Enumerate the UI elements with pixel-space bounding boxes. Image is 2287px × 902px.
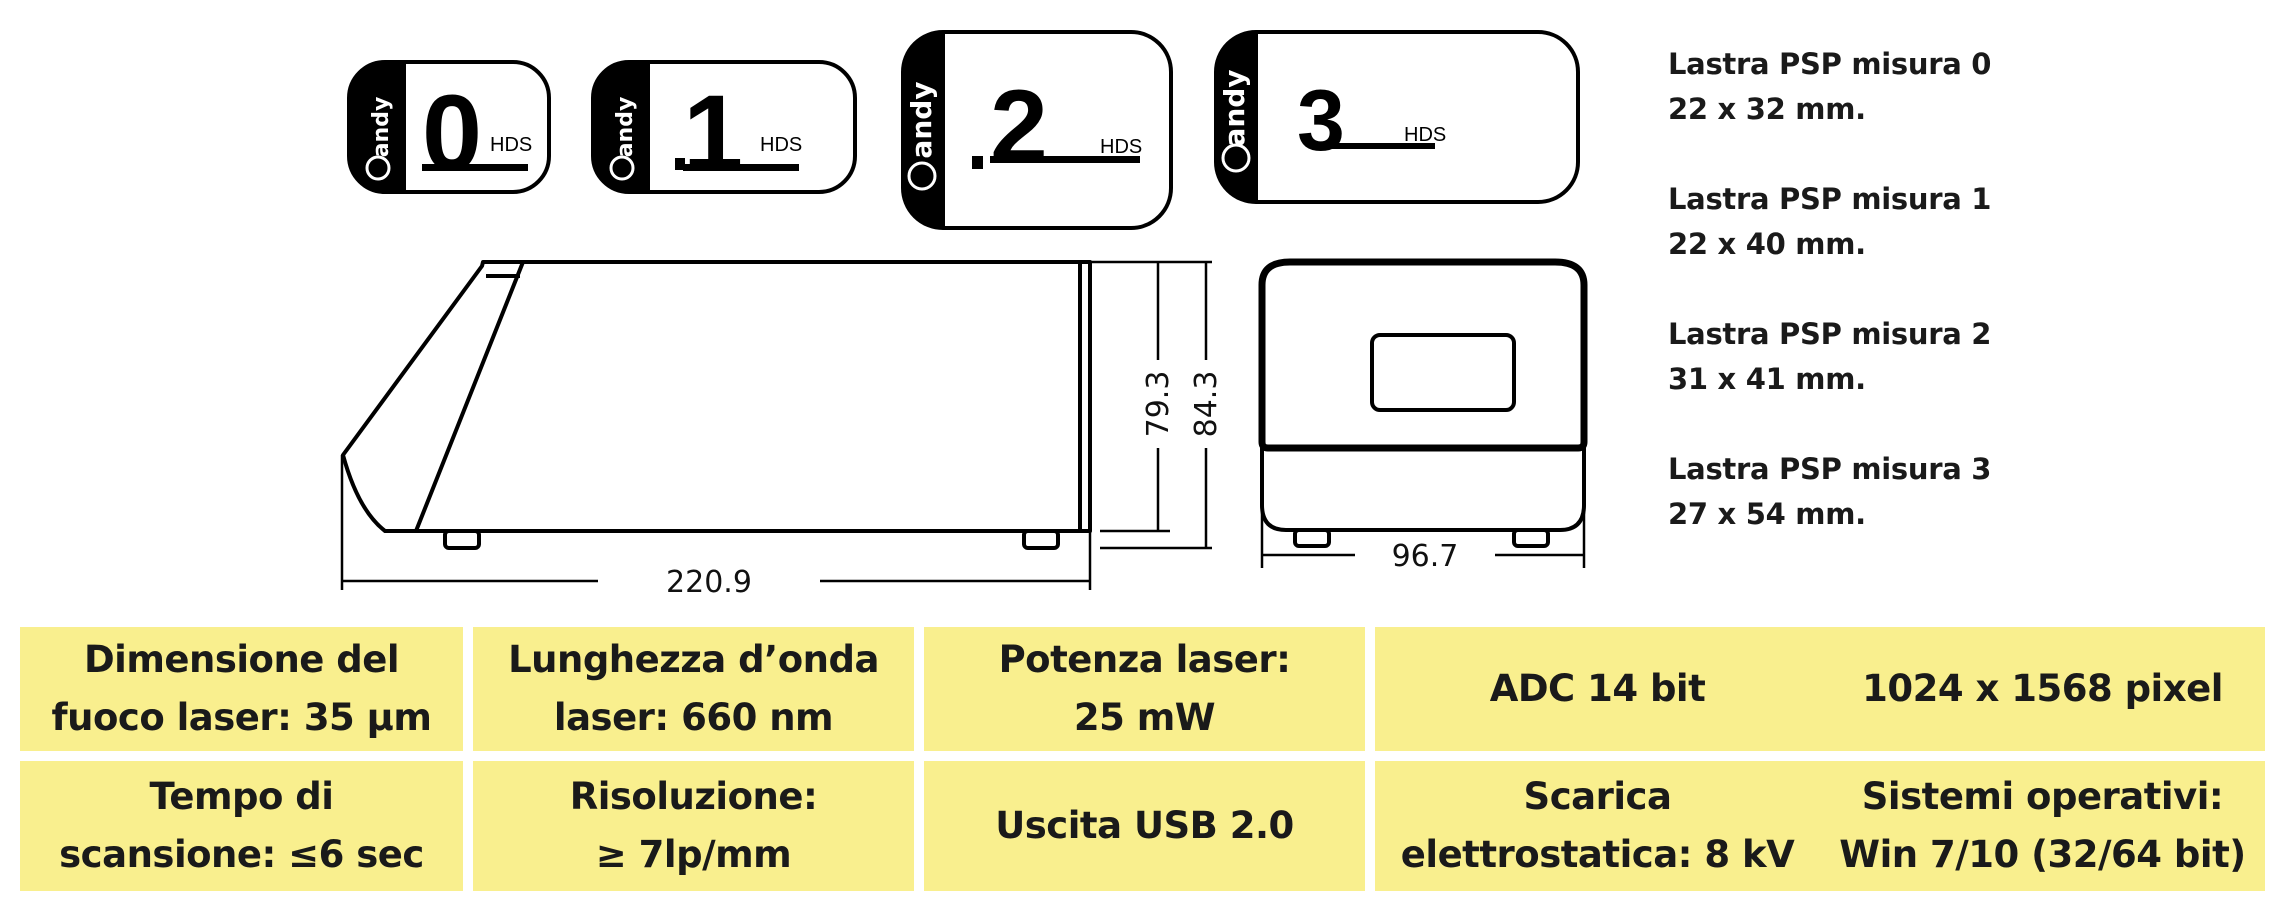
spec-power-line2: 25 mW — [1073, 696, 1216, 739]
plate-legend: Lastra PSP misura 0 22 x 32 mm. Lastra P… — [1668, 42, 2268, 582]
spec-esd-os: Scarica elettrostatica: 8 kV Sistemi oper… — [1375, 761, 2265, 891]
plate-1-suffix: HDS — [760, 134, 802, 156]
spec-focus-line1: Dimensione del — [83, 638, 400, 681]
spec-os-line1: Sistemi operativi: — [1861, 775, 2224, 818]
dimension-length-label: 220.9 — [666, 565, 752, 600]
spec-usb-text: Uscita USB 2.0 — [995, 804, 1294, 847]
dimension-length — [340, 455, 1092, 590]
spec-focus-line2: fuoco laser: 35 µm — [51, 696, 432, 739]
spec-resolution-line1: Risoluzione: — [569, 775, 818, 818]
legend-name: Lastra PSP misura 2 — [1668, 317, 1992, 351]
scanner-front-view — [1258, 258, 1588, 548]
plate-3: andy 3 HDS — [1214, 30, 1580, 204]
plate-0-number: 0 — [422, 72, 482, 193]
spec-adc-pixels: ADC 14 bit 1024 x 1568 pixel — [1375, 627, 2265, 751]
dimension-heights — [1090, 260, 1212, 550]
dimension-height-inner-label: 79.3 — [1141, 371, 1176, 438]
spec-esd-line1: Scarica — [1523, 775, 1672, 818]
legend-name: Lastra PSP misura 3 — [1668, 452, 1992, 486]
legend-name: Lastra PSP misura 1 — [1668, 182, 1992, 216]
spec-power-line1: Potenza laser: — [998, 638, 1291, 681]
brand-logo-icon — [609, 155, 635, 181]
plate-1-brand: andy — [613, 97, 638, 158]
legend-item-1: Lastra PSP misura 1 22 x 40 mm. — [1668, 177, 2268, 312]
spec-power: Potenza laser: 25 mW — [924, 627, 1365, 751]
spec-pixels: 1024 x 1568 pixel — [1862, 667, 2223, 710]
spec-focus: Dimensione del fuoco laser: 35 µm — [20, 627, 463, 751]
spec-adc: ADC 14 bit — [1489, 667, 1706, 710]
spec-os-line2: Win 7/10 (32/64 bit) — [1839, 833, 2246, 876]
dimension-width-label: 96.7 — [1392, 539, 1459, 574]
plate-1-number: 1 — [683, 72, 743, 193]
brand-logo-icon — [907, 161, 937, 191]
legend-item-0: Lastra PSP misura 0 22 x 32 mm. — [1668, 42, 2268, 177]
plate-3-suffix: HDS — [1404, 124, 1446, 146]
technical-drawing: andy 0 HDS andy 1 HDS andy 2 HDS andy 3 — [340, 30, 1588, 600]
legend-item-2: Lastra PSP misura 2 31 x 41 mm. — [1668, 312, 2268, 447]
legend-size: 31 x 41 mm. — [1668, 362, 1866, 396]
plate-0-suffix: HDS — [490, 134, 532, 156]
plate-1: andy 1 HDS — [591, 60, 857, 194]
spec-esd-line2: elettrostatica: 8 kV — [1400, 833, 1795, 876]
plate-2-number: 2 — [990, 69, 1048, 185]
spec-wavelength-line1: Lunghezza d’onda — [508, 638, 879, 681]
brand-logo-icon — [1221, 143, 1251, 173]
plate-2-suffix: HDS — [1100, 136, 1142, 158]
spec-scan-time: Tempo di scansione: ≤6 sec — [20, 761, 463, 891]
spec-scan-time-line2: scansione: ≤6 sec — [59, 833, 424, 876]
spec-scan-time-line1: Tempo di — [149, 775, 334, 818]
spec-wavelength-line2: laser: 660 nm — [553, 696, 834, 739]
legend-size: 22 x 32 mm. — [1668, 92, 1866, 126]
legend-size: 22 x 40 mm. — [1668, 227, 1866, 261]
plate-2: andy 2 HDS — [901, 30, 1173, 230]
spec-usb: Uscita USB 2.0 — [924, 761, 1365, 891]
dimension-width — [1260, 505, 1586, 568]
plate-3-number: 3 — [1297, 73, 1345, 169]
scanner-side-view — [341, 260, 1092, 550]
dimension-height-outer-label: 84.3 — [1189, 371, 1224, 438]
plate-2-brand: andy — [905, 81, 938, 158]
legend-size: 27 x 54 mm. — [1668, 497, 1866, 531]
spec-wavelength: Lunghezza d’onda laser: 660 nm — [473, 627, 914, 751]
legend-item-3: Lastra PSP misura 3 27 x 54 mm. — [1668, 447, 2268, 582]
plate-0: andy 0 HDS — [347, 60, 551, 194]
brand-logo-icon — [365, 155, 391, 181]
plate-3-brand: andy — [1218, 69, 1251, 146]
plate-0-brand: andy — [369, 97, 394, 158]
spec-table: Dimensione del fuoco laser: 35 µm Lunghez… — [20, 627, 2265, 891]
legend-name: Lastra PSP misura 0 — [1668, 47, 1992, 81]
spec-resolution: Risoluzione: ≥ 7lp/mm — [473, 761, 914, 891]
spec-resolution-line2: ≥ 7lp/mm — [595, 833, 792, 876]
